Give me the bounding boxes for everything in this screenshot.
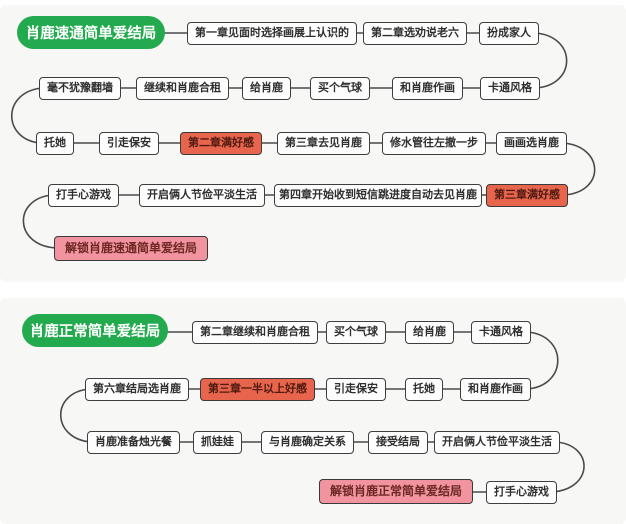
step-node: 打手心游戏	[48, 184, 119, 207]
step-node: 第六章结局选肖鹿	[85, 378, 189, 401]
unlock-ending-badge-speedrun: 解锁肖鹿速通简单爱结局	[54, 236, 209, 261]
step-node: 继续和肖鹿合租	[136, 77, 229, 100]
step-node: 托她	[36, 132, 74, 155]
step-node: 接受结局	[368, 431, 428, 454]
step-node: 托她	[405, 378, 443, 401]
step-node: 修水管往左撤一步	[382, 132, 486, 155]
step-node: 毫不犹豫翻墙	[39, 77, 121, 100]
step-node: 打手心游戏	[486, 481, 557, 504]
step-node: 第一章见面时选择画展上认识的	[187, 22, 357, 45]
step-node: 扮成家人	[479, 22, 539, 45]
unlock-ending-badge-normal: 解锁肖鹿正常简单爱结局	[319, 479, 474, 504]
step-node: 第二章继续和肖鹿合租	[192, 321, 318, 344]
step-node: 抓娃娃	[193, 431, 242, 454]
step-node: 和肖鹿作画	[392, 77, 463, 100]
step-node: 给肖鹿	[242, 77, 291, 100]
step-node: 第二章选劝说老六	[363, 22, 467, 45]
step-node: 卡通风格	[471, 321, 531, 344]
step-node: 与肖鹿确定关系	[261, 431, 354, 454]
milestone-node: 第三章一半以上好感	[200, 378, 315, 401]
step-node: 和肖鹿作画	[460, 378, 531, 401]
route-title-badge-speedrun: 肖鹿速通简单爱结局	[17, 16, 165, 49]
route-title-badge-normal: 肖鹿正常简单爱结局	[22, 314, 168, 347]
step-node: 开启俩人节俭平淡生活	[434, 431, 560, 454]
step-node: 卡通风格	[480, 77, 540, 100]
step-node: 第四章开始收到短信跳进度自动去见肖鹿	[274, 184, 482, 207]
step-node: 给肖鹿	[405, 321, 454, 344]
step-node: 买个气球	[310, 77, 370, 100]
step-node: 买个气球	[326, 321, 386, 344]
step-node: 画画选肖鹿	[496, 132, 567, 155]
step-node: 引走保安	[99, 132, 159, 155]
step-node: 开启俩人节俭平淡生活	[139, 184, 265, 207]
step-node: 第三章去见肖鹿	[277, 132, 370, 155]
milestone-node: 第二章满好感	[180, 132, 262, 155]
milestone-node: 第三章满好感	[486, 184, 568, 207]
step-node: 肖鹿准备烛光餐	[87, 431, 180, 454]
step-node: 引走保安	[326, 378, 386, 401]
